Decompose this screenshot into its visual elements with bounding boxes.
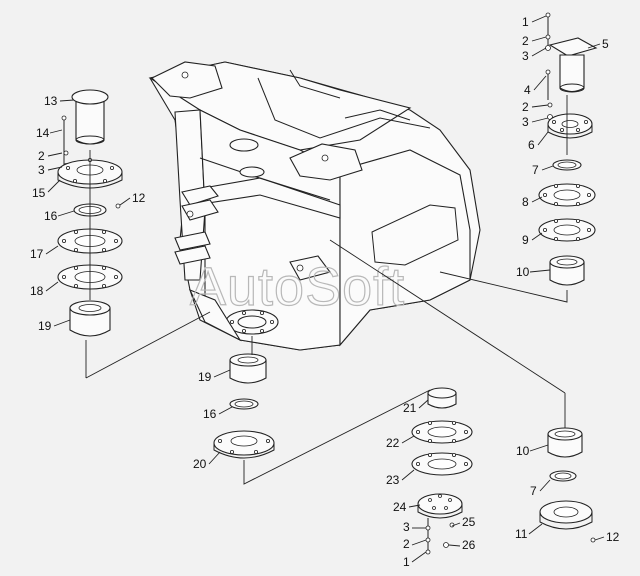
center-bearing-stack [213,336,431,485]
callout-18: 18 [30,284,44,298]
callout-1: 1 [522,15,529,29]
callout-2: 2 [38,149,45,163]
callout-3b: 3 [403,520,410,534]
callout-16b: 16 [203,407,217,421]
callout-3c: 3 [522,49,529,63]
leader-lines [45,15,605,563]
callout-25: 25 [462,515,476,529]
callout-14: 14 [36,126,50,140]
callout-10: 10 [516,265,530,279]
callout-13: 13 [44,94,58,108]
callout-labels-center: 19 16 20 [193,370,217,471]
callout-2c: 2 [522,34,529,48]
callout-19b: 19 [198,370,212,384]
callout-3: 3 [38,163,45,177]
lower-center-stack [411,387,473,555]
callout-4: 4 [524,83,531,97]
callout-12b: 12 [606,530,620,544]
callout-24: 24 [393,500,407,514]
callout-10b: 10 [516,444,530,458]
callout-labels-right-top: 1 2 3 5 4 2 3 6 7 8 9 10 [516,15,609,279]
callout-7: 7 [532,163,539,177]
callout-20: 20 [193,457,207,471]
callout-8: 8 [522,195,529,209]
callout-12: 12 [132,191,146,205]
callout-1b: 1 [403,555,410,569]
right-bottom-stack [329,239,596,543]
left-bearing-stack [57,89,211,379]
callout-5: 5 [602,37,609,51]
callout-15: 15 [32,186,46,200]
right-top-stack [439,12,598,303]
callout-2b: 2 [403,537,410,551]
callout-labels-left: 13 14 2 3 15 12 16 17 18 19 [30,94,146,333]
callout-6: 6 [528,138,535,152]
callout-labels-lower: 21 22 23 24 25 3 2 1 26 [386,401,476,569]
callout-21: 21 [403,401,417,415]
callout-3d: 3 [522,115,529,129]
callout-9: 9 [522,233,529,247]
callout-labels-right-bottom: 10 7 11 12 [515,444,620,544]
callout-23: 23 [386,473,400,487]
callout-2d: 2 [522,100,529,114]
watermark-text: AutoSoft [190,257,405,317]
callout-16: 16 [44,209,58,223]
main-frame [148,61,481,351]
callout-19: 19 [38,319,52,333]
callout-7b: 7 [530,484,537,498]
callout-17: 17 [30,247,44,261]
callout-26: 26 [462,538,476,552]
callout-11: 11 [515,527,528,541]
callout-22: 22 [386,436,400,450]
